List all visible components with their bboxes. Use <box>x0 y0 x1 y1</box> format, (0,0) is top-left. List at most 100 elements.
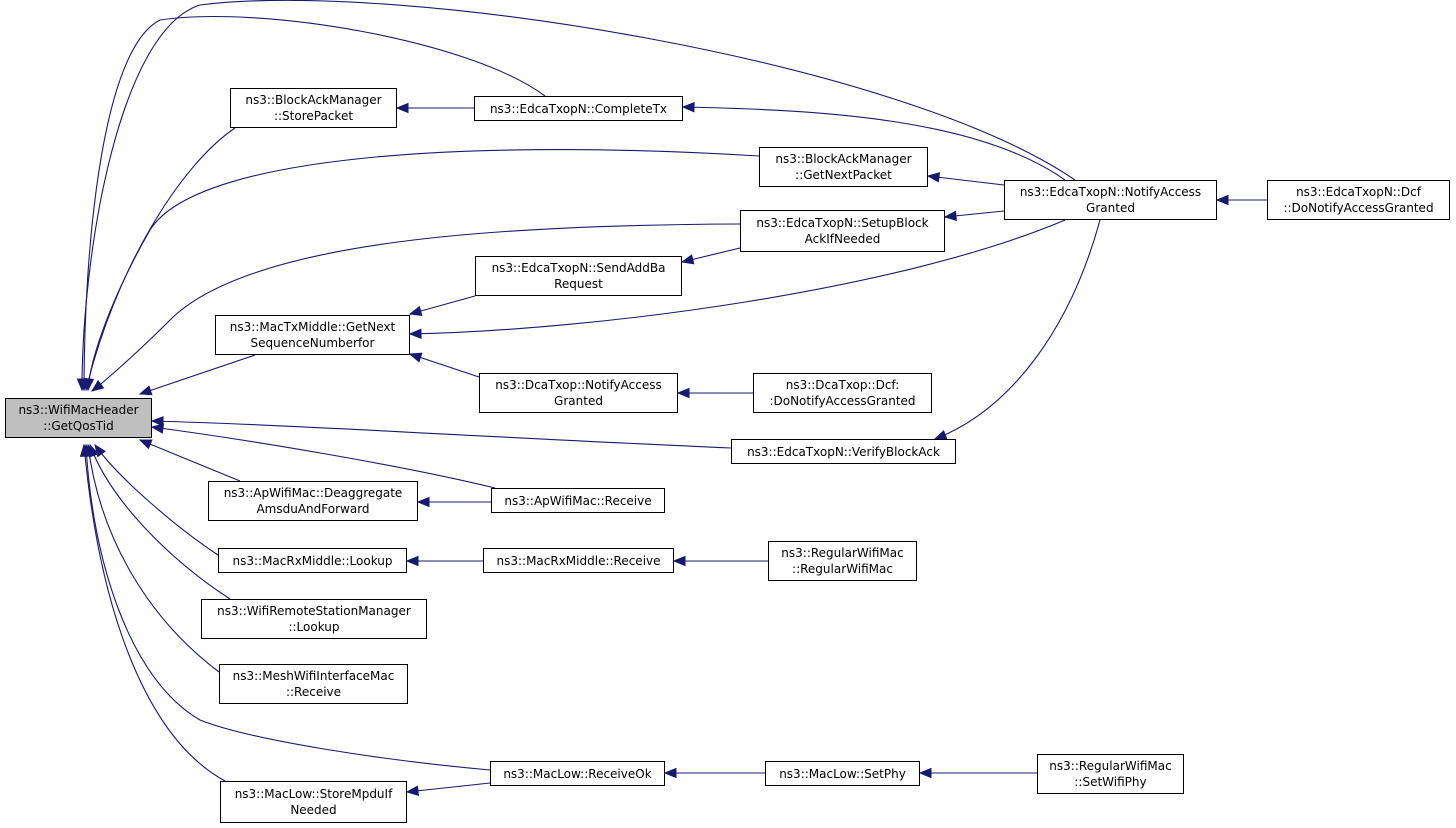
edge-edca_notify-to-edca_complete <box>682 106 1066 181</box>
node-label-line: ::RegularWifiMac <box>792 562 893 576</box>
edge-edca_notify-to-mactx_getnext <box>409 219 1066 335</box>
edge-mactx_getnext-to-root <box>139 354 256 395</box>
edge-maclow_receiveok-to-root <box>85 444 491 771</box>
arrowhead-icon <box>663 767 677 779</box>
node-label-line: :DoNotifyAccessGranted <box>769 394 916 408</box>
arrowhead-icon <box>150 423 165 434</box>
edge-edca_notify-to-root <box>81 0 1076 391</box>
node-maclow-receiveok[interactable]: ns3::MacLow::ReceiveOk <box>490 761 665 786</box>
node-edca-complete[interactable]: ns3::EdcaTxopN::CompleteTx <box>474 96 683 121</box>
arrowhead-icon <box>405 555 419 567</box>
arrowhead-icon <box>408 352 423 363</box>
edge-edca_verify-to-root <box>151 420 732 449</box>
node-label-line: ns3::EdcaTxopN::NotifyAccess <box>1019 185 1202 199</box>
arrowhead-icon <box>408 328 422 340</box>
arrowhead-icon <box>926 172 941 183</box>
arrowhead-icon <box>150 416 164 427</box>
node-label-line: Granted <box>1086 201 1135 215</box>
arrowhead-icon <box>395 102 409 114</box>
node-label-line: ns3::EdcaTxopN::Dcf <box>1296 185 1421 199</box>
node-label-line: ::Lookup <box>288 620 340 634</box>
node-label-line: ns3::EdcaTxopN::SendAddBa <box>491 261 666 275</box>
node-edca-dcf[interactable]: ns3::EdcaTxopN::Dcf::DoNotifyAccessGrant… <box>1267 180 1450 220</box>
edge-edca_notify-to-edca_verify <box>934 219 1101 440</box>
node-bam-getnext[interactable]: ns3::BlockAckManager::GetNextPacket <box>759 147 928 187</box>
arrowhead-icon <box>138 385 153 396</box>
node-label-line: ns3::BlockAckManager <box>245 93 382 107</box>
node-label-line: ns3::EdcaTxopN::VerifyBlockAck <box>747 444 940 459</box>
node-label-line: ns3::MacRxMiddle::Receive <box>496 553 661 568</box>
node-label-line: ns3::MacLow::StoreMpduIf <box>234 787 393 801</box>
node-label-line: ns3::RegularWifiMac <box>781 546 904 560</box>
edge-dca_notify-to-mactx_getnext <box>409 353 480 378</box>
arrowhead-icon <box>405 785 419 796</box>
node-label-line: ::GetNextPacket <box>795 168 892 182</box>
node-macrx-lookup[interactable]: ns3::MacRxMiddle::Lookup <box>218 548 407 573</box>
node-label-line: ::SetWifiPhy <box>1074 775 1147 789</box>
node-label-line: ns3::MacLow::ReceiveOk <box>503 766 652 781</box>
node-label-line: Request <box>554 277 603 291</box>
arrowhead-icon <box>408 305 423 316</box>
node-macrx-receive[interactable]: ns3::MacRxMiddle::Receive <box>483 548 674 573</box>
node-label-line: ns3::WifiRemoteStationManager <box>217 604 411 618</box>
node-wrsm-lookup[interactable]: ns3::WifiRemoteStationManager::Lookup <box>201 599 427 639</box>
edge-edca_complete-to-root <box>83 15 546 391</box>
arrowhead-icon <box>681 101 695 113</box>
node-label-line: SequenceNumberfor <box>250 336 375 350</box>
node-mesh-receive[interactable]: ns3::MeshWifiInterfaceMac::Receive <box>219 664 408 704</box>
arrowhead-icon <box>680 254 695 265</box>
edge-ap_receive-to-root <box>151 426 496 489</box>
node-label-line: Granted <box>554 394 603 408</box>
node-label-line: ::GetQosTid <box>43 419 114 433</box>
node-label-line: AckIfNeeded <box>804 232 881 246</box>
node-edca-verify[interactable]: ns3::EdcaTxopN::VerifyBlockAck <box>731 439 956 464</box>
node-label-line: ns3::DcaTxop::NotifyAccess <box>495 378 662 392</box>
arrowhead-icon <box>76 378 88 392</box>
edge-edca_setup-to-root <box>91 223 741 392</box>
arrowhead-icon <box>676 387 690 399</box>
node-label-line: ::DoNotifyAccessGranted <box>1283 201 1434 215</box>
edge-macrx_lookup-to-root <box>94 444 219 556</box>
arrowhead-icon <box>79 443 91 457</box>
edge-wrsm_lookup-to-root <box>89 444 231 600</box>
arrowhead-icon <box>83 378 94 392</box>
node-root: ns3::WifiMacHeader::GetQosTid <box>5 398 152 438</box>
edge-maclow_storempdu-to-root <box>83 444 226 782</box>
node-dca-dcf[interactable]: ns3::DcaTxop::Dcf::DoNotifyAccessGranted <box>753 373 932 413</box>
node-label-line: ns3::DcaTxop::Dcf: <box>785 378 900 392</box>
node-label-line: ns3::MacLow::SetPhy <box>779 766 906 781</box>
arrowhead-icon <box>1215 194 1229 206</box>
node-label-line: ns3::ApWifiMac::Deaggregate <box>223 486 403 500</box>
node-label-line: ns3::EdcaTxopN::CompleteTx <box>489 101 668 116</box>
node-maclow-setphy[interactable]: ns3::MacLow::SetPhy <box>765 761 920 786</box>
edge-mesh_receive-to-root <box>87 444 220 673</box>
node-label-line: ns3::MacRxMiddle::Lookup <box>232 553 393 568</box>
node-label-line: ns3::MacTxMiddle::GetNext <box>229 320 396 334</box>
node-ap-receive[interactable]: ns3::ApWifiMac::Receive <box>491 488 665 513</box>
edge-bam_getnext-to-root <box>87 149 760 391</box>
node-label-line: Needed <box>290 803 337 817</box>
node-bam-store[interactable]: ns3::BlockAckManager::StorePacket <box>230 88 397 128</box>
node-label-line: ns3::ApWifiMac::Receive <box>504 493 652 508</box>
node-label-line: AmsduAndForward <box>256 502 370 516</box>
node-label-line: ns3::RegularWifiMac <box>1049 759 1172 773</box>
node-label-line: ns3::BlockAckManager <box>775 152 912 166</box>
arrowhead-icon <box>943 210 957 222</box>
node-label-line: ns3::WifiMacHeader <box>18 403 139 417</box>
arrowhead-icon <box>416 496 430 508</box>
node-label-line: ns3::EdcaTxopN::SetupBlock <box>756 216 929 230</box>
node-regular-setphy[interactable]: ns3::RegularWifiMac::SetWifiPhy <box>1037 754 1184 794</box>
edge-maclow_receiveok-to-maclow_storempdu <box>406 782 491 793</box>
edge-ap_deagg-to-root <box>139 439 241 482</box>
node-label-line: ::StorePacket <box>273 109 354 123</box>
arrowhead-icon <box>918 767 932 779</box>
node-regular-ctor[interactable]: ns3::RegularWifiMac::RegularWifiMac <box>768 541 917 581</box>
